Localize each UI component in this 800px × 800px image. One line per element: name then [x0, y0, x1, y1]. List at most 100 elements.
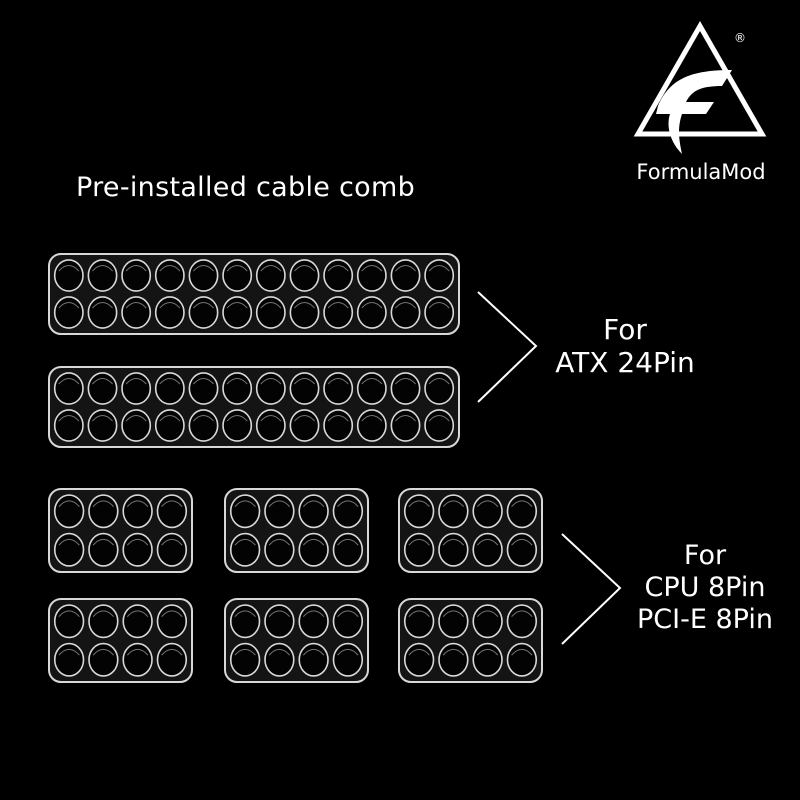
comb-hole — [298, 532, 329, 567]
comb-hole-highlight — [234, 500, 256, 507]
comb-hole-highlight — [125, 302, 147, 309]
comb-hole-highlight — [260, 378, 282, 385]
comb-hole-highlight — [361, 265, 383, 272]
comb-hole-highlight — [159, 302, 181, 309]
comb-hole-highlight — [58, 610, 80, 617]
comb-hole-highlight — [92, 610, 115, 617]
comb-hole-highlight — [126, 610, 149, 617]
comb-hole — [298, 604, 329, 639]
comb-hole-highlight — [428, 415, 450, 422]
comb-hole — [122, 604, 153, 639]
comb-hole — [121, 296, 152, 329]
comb-hole — [222, 296, 253, 329]
comb-hole — [264, 642, 295, 677]
comb-hole — [289, 409, 320, 442]
comb-hole — [289, 259, 320, 292]
comb-hole-highlight — [92, 415, 113, 422]
comb-hole — [438, 604, 469, 639]
logo-f-mark — [656, 70, 732, 154]
comb-hole — [222, 259, 253, 292]
comb-hole-highlight — [294, 378, 315, 385]
comb-hole-highlight — [161, 538, 183, 546]
comb-hole-highlight — [395, 265, 416, 272]
comb-hole — [122, 494, 153, 529]
comb-hole — [222, 409, 253, 442]
comb-hole-highlight — [302, 500, 325, 507]
comb-hole — [472, 642, 503, 677]
comb-hole-highlight — [337, 648, 359, 656]
comb-hole-highlight — [442, 500, 465, 507]
comb-hole — [255, 259, 286, 292]
comb-hole — [154, 259, 185, 292]
comb-hole-highlight — [234, 648, 256, 656]
comb-hole-highlight — [161, 648, 183, 656]
comb-hole — [255, 372, 286, 405]
comb-body — [224, 488, 369, 573]
comb-hole-highlight — [226, 265, 248, 272]
comb-hole — [264, 604, 295, 639]
comb-hole-highlight — [193, 265, 214, 272]
comb-hole — [53, 494, 85, 529]
comb-hole-highlight — [268, 648, 291, 656]
comb-hole-highlight — [442, 610, 465, 617]
comb-hole-highlight — [442, 648, 465, 656]
comb-hole — [438, 642, 469, 677]
comb-hole — [87, 296, 118, 329]
comb-hole — [390, 296, 421, 329]
comb-hole-highlight — [395, 378, 416, 385]
comb-hole-highlight — [159, 265, 181, 272]
cpu-8pin-comb — [48, 488, 193, 573]
comb-hole-highlight — [58, 415, 80, 422]
comb-body — [48, 366, 460, 448]
comb-hole — [332, 604, 364, 639]
comb-hole — [121, 372, 152, 405]
comb-hole — [424, 372, 455, 405]
comb-hole-highlight — [511, 648, 533, 656]
comb-hole-highlight — [302, 538, 325, 546]
comb-hole-highlight — [511, 610, 533, 617]
comb-hole-highlight — [294, 302, 315, 309]
comb-hole-highlight — [337, 500, 359, 507]
comb-hole — [53, 296, 84, 329]
cpu-8pin-comb — [224, 488, 369, 573]
comb-hole — [156, 494, 188, 529]
comb-hole-highlight — [476, 610, 499, 617]
comb-hole-highlight — [337, 538, 359, 546]
atx-label-line1: For — [603, 313, 647, 346]
comb-hole — [438, 494, 469, 529]
comb-hole-highlight — [361, 415, 383, 422]
comb-hole-highlight — [92, 378, 113, 385]
comb-hole-highlight — [361, 302, 383, 309]
comb-hole-highlight — [268, 538, 291, 546]
comb-hole — [156, 604, 188, 639]
comb-hole — [332, 642, 364, 677]
page-title: Pre-installed cable comb — [76, 172, 416, 203]
comb-hole-highlight — [125, 265, 147, 272]
comb-hole-highlight — [58, 500, 80, 507]
atx-24pin-comb — [48, 366, 460, 448]
comb-hole — [298, 494, 329, 529]
comb-hole — [356, 296, 387, 329]
comb-hole-highlight — [302, 610, 325, 617]
comb-hole — [154, 409, 185, 442]
atx-label-line2: ATX 24Pin — [555, 346, 695, 380]
comb-hole — [53, 259, 84, 292]
comb-hole-highlight — [476, 538, 499, 546]
comb-hole — [53, 409, 84, 442]
comb-hole-highlight — [125, 378, 147, 385]
comb-hole — [229, 604, 261, 639]
comb-hole — [332, 532, 364, 567]
comb-hole-highlight — [161, 610, 183, 617]
cpu-label-line2: CPU 8Pin — [644, 571, 766, 603]
registered-mark: ® — [734, 31, 746, 45]
comb-hole-highlight — [428, 302, 450, 309]
comb-hole — [403, 494, 435, 529]
comb-hole — [323, 372, 354, 405]
comb-hole — [53, 604, 85, 639]
comb-hole-highlight — [268, 500, 291, 507]
comb-hole-highlight — [327, 302, 349, 309]
comb-hole-highlight — [193, 378, 214, 385]
comb-hole — [53, 372, 84, 405]
comb-hole — [88, 604, 119, 639]
comb-hole — [298, 642, 329, 677]
